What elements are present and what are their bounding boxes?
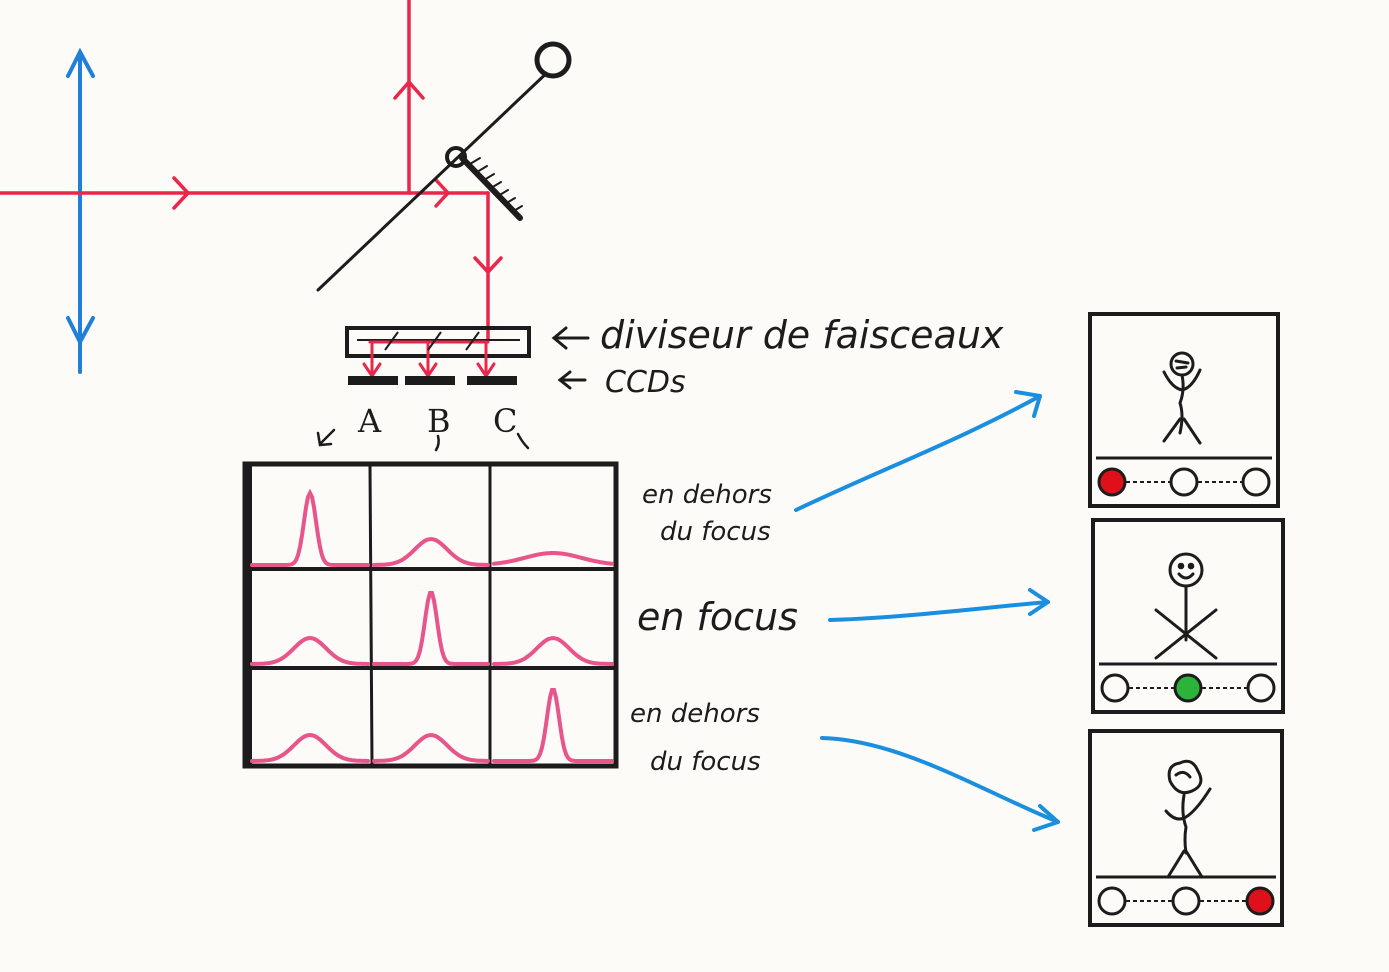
messy-stick-figure [1162, 351, 1202, 445]
peak-sharp [492, 688, 614, 763]
beam-splitter [345, 326, 531, 379]
peak-broad [250, 635, 370, 666]
camera-panel [1088, 312, 1280, 508]
peak-broad [372, 733, 490, 763]
ccd-a-label: A [357, 402, 382, 440]
camera-panel [1091, 518, 1285, 714]
row2-label: en focus [637, 595, 798, 639]
label-arrows [551, 326, 590, 390]
lens [66, 47, 95, 374]
row3-label-line1: en dehors [630, 699, 760, 729]
camera-panel [1088, 729, 1284, 927]
peak-broad [492, 636, 614, 666]
ccd-c-label: C [493, 402, 517, 440]
camera-panels [1088, 312, 1285, 927]
column-arrows [316, 428, 530, 452]
beam-splitter-label: diviseur de faisceaux [600, 313, 1004, 357]
indicator-light-active [1245, 886, 1275, 916]
smiling-stick-figure [1154, 552, 1218, 660]
peak-flat [492, 551, 614, 566]
indicator-light [1246, 673, 1276, 703]
ccd-b-label: B [427, 402, 451, 440]
indicator-light [1097, 886, 1127, 916]
tilt-mirror [316, 41, 572, 292]
indicator-light [1171, 886, 1201, 916]
indicator-light-active [1173, 673, 1203, 703]
indicator-light [1241, 467, 1271, 497]
peak-broad [250, 732, 370, 763]
intensity-peaks [250, 488, 614, 763]
peak-sharp [372, 591, 490, 666]
mapping-arrows [794, 390, 1060, 832]
row3-label-line2: du focus [650, 747, 761, 777]
ccds-label: CCDs [605, 365, 686, 400]
indicator-light [1100, 673, 1130, 703]
peak-broad [372, 537, 490, 567]
indicator-light [1169, 467, 1199, 497]
indicator-light-active [1097, 467, 1127, 497]
intensity-grid [242, 461, 619, 769]
peak-sharp [250, 488, 370, 567]
row1-label-line1: en dehors [642, 480, 772, 510]
scribbled-stick-figure [1164, 759, 1212, 879]
ccd-sensors [348, 376, 517, 385]
laser-beam [0, 0, 503, 342]
row1-label-line2: du focus [660, 517, 771, 547]
